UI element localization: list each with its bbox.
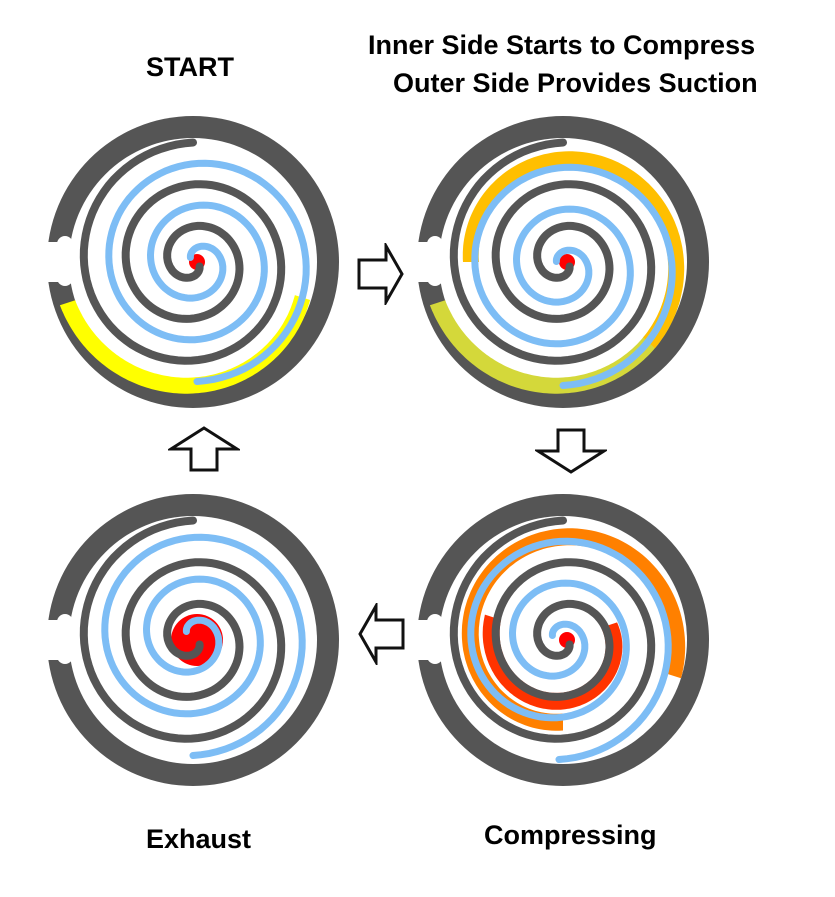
inlet-port-slot — [427, 236, 443, 286]
fixed-scroll-wall — [79, 138, 286, 365]
orbiting-scroll-wall — [467, 537, 672, 763]
scroll-diagram-exhaust — [45, 494, 339, 786]
inlet-port-slot — [427, 614, 443, 664]
arrow-down-icon — [535, 428, 607, 474]
orbiting-scroll-wall — [471, 163, 676, 389]
inlet-port-slot — [57, 614, 73, 664]
inlet-port-slot — [57, 236, 73, 286]
fixed-scroll-wall — [449, 516, 656, 743]
orbiting-scroll-wall — [105, 159, 310, 385]
orbiting-scroll-wall — [101, 533, 306, 759]
scroll-diagram-compressing — [415, 494, 709, 786]
stage-label-start: START — [146, 52, 234, 82]
stage-label-compressing: Compressing — [484, 820, 657, 850]
fixed-scroll-wall — [449, 138, 656, 365]
pocket-highlight-second-pocket-right — [462, 151, 685, 349]
arrow-left-icon — [358, 603, 405, 665]
scroll-diagram-start — [45, 116, 339, 408]
arrow-up-icon — [168, 426, 240, 472]
stage-label-suction-line2: Outer Side Provides Suction — [393, 68, 758, 98]
arrow-right-icon — [357, 243, 404, 305]
stage-label-suction-line1: Inner Side Starts to Compress — [368, 30, 756, 60]
scroll-diagram-suction — [415, 116, 709, 408]
stage-label-exhaust: Exhaust — [146, 824, 252, 854]
fixed-scroll-wall — [79, 516, 286, 743]
